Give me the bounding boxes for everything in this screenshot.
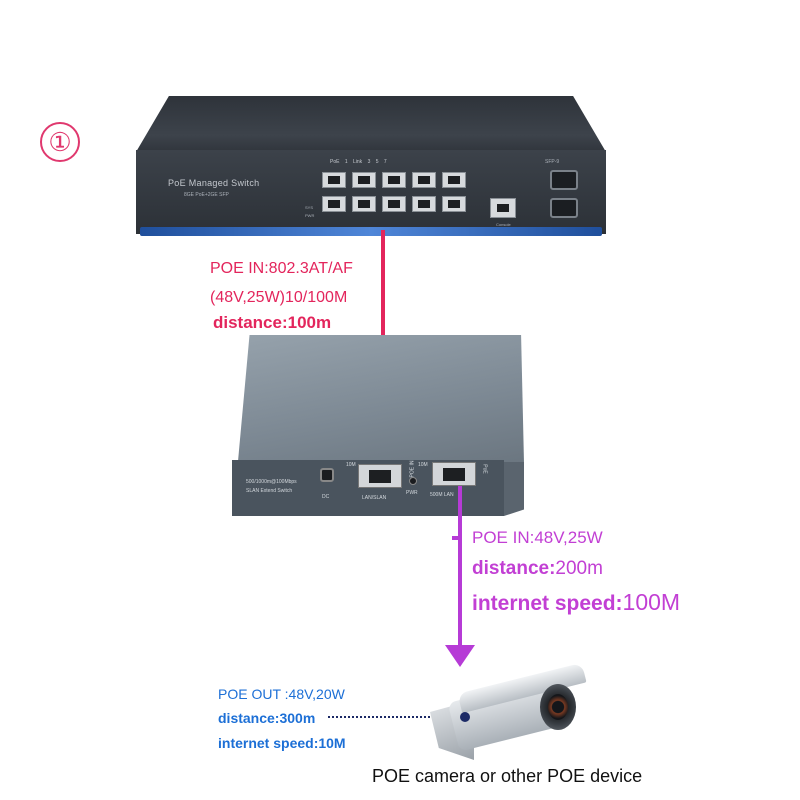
switch-front-panel [136, 150, 606, 234]
poe-in-switch-line2: (48V,25W)10/100M [210, 289, 348, 306]
extender-lan-slan-port [358, 464, 402, 488]
extender-label: 500/1000m@100Mbps SLAN Extend Switch [246, 478, 297, 496]
poe-in-extender-speed-label: internet speed: [472, 592, 623, 615]
extender-poe-label: PoE [481, 464, 488, 474]
switch-port-5 [382, 172, 406, 188]
extender-dc-label: DC [322, 494, 330, 500]
extender-poe-in-label: POE IN [409, 460, 416, 478]
switch-port-7 [412, 172, 436, 188]
switch-port-numbers: PoE 1 Link 3 5 7 [330, 159, 387, 165]
switch-sfp-port-1 [550, 170, 578, 190]
switch-port-4 [352, 196, 376, 212]
camera-cable-connector [460, 712, 470, 722]
poe-out-line3: internet speed:10M [218, 735, 346, 751]
cable-dotted-line [328, 716, 458, 718]
poe-in-extender-line1: POE IN:48V,25W [472, 528, 603, 547]
extender-port2-speed: 10M [418, 462, 428, 468]
extender-label-line2: SLAN Extend Switch [246, 488, 293, 494]
switch-port-2 [322, 196, 346, 212]
extender-pwr-label: PWR [406, 490, 418, 496]
step-number: ① [40, 122, 80, 162]
poe-in-extender-line3: internet speed:100M [472, 589, 680, 616]
arrow-extender-to-camera [458, 540, 462, 650]
poe-out-line2: distance:300m [218, 710, 316, 726]
switch-name: PoE Managed Switch [168, 178, 260, 188]
poe-in-extender-distance-value: 200m [555, 558, 603, 579]
switch-status-labels: SYS PWR [305, 204, 314, 220]
arrow-extender-bend [452, 536, 462, 540]
camera-ir-lens [548, 694, 568, 720]
switch-port-8 [412, 196, 436, 212]
switch-pwr-label: PWR [305, 213, 315, 218]
extender-lan-port [432, 462, 476, 486]
extender-top-panel [237, 335, 524, 463]
switch-port-1 [322, 172, 346, 188]
switch-port-9 [442, 172, 466, 188]
switch-console-label: Console [496, 222, 511, 227]
switch-subtitle: 8GE PoE+2GE SFP [184, 192, 229, 198]
poe-in-extender-speed-value: 100M [622, 589, 681, 615]
arrow-head-purple [445, 645, 475, 667]
poe-in-extender-distance-label: distance: [472, 558, 556, 579]
switch-sys-label: SYS [305, 205, 314, 210]
switch-top-panel [136, 96, 606, 152]
extender-power-led [409, 477, 417, 485]
camera-caption: POE camera or other POE device [372, 766, 643, 786]
extender-dc-jack [320, 468, 334, 482]
poe-in-switch-line3: distance:100m [213, 313, 332, 332]
extender-side-panel [504, 462, 524, 516]
extender-label-line1: 500/1000m@100Mbps [246, 479, 297, 485]
extender-port1-speed: 10M [346, 462, 356, 468]
extender-port1-label: LAN/SLAN [362, 495, 387, 501]
poe-out-line1: POE OUT :48V,20W [218, 686, 345, 702]
switch-port-3 [352, 172, 376, 188]
poe-in-extender-line2: distance:200m [472, 558, 603, 580]
switch-blue-stripe [140, 227, 602, 236]
switch-port-6 [382, 196, 406, 212]
switch-sfp-label: SFP-9 [545, 159, 560, 165]
poe-in-switch-line1: POE IN:802.3AT/AF [210, 260, 353, 277]
switch-console-port [490, 198, 516, 218]
switch-port-10 [442, 196, 466, 212]
switch-sfp-port-2 [550, 198, 578, 218]
extender-port2-label: 500M LAN [430, 492, 454, 498]
arrow-extender-down-segment [458, 486, 462, 540]
